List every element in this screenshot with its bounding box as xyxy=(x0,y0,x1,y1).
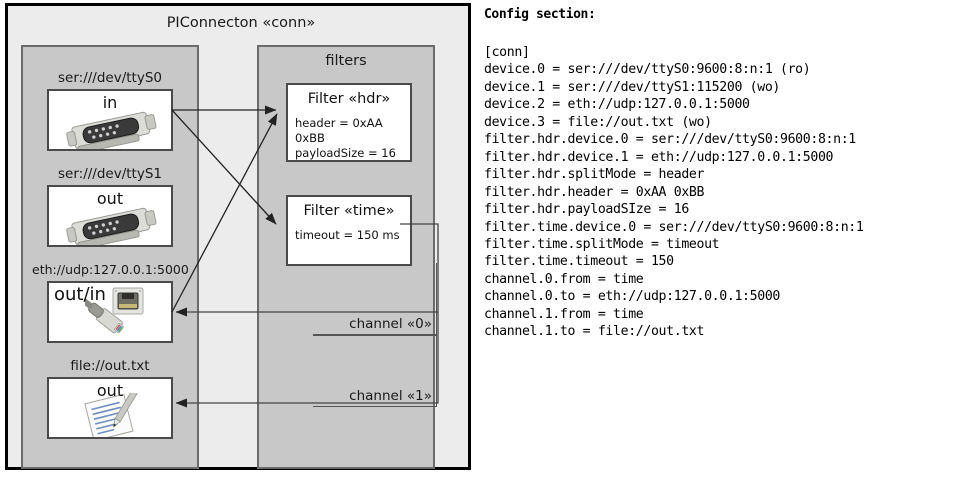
device-card-ttyS1[interactable]: out xyxy=(47,185,173,247)
diagram-area: PIConnecton «conn» ser:///dev/ttyS0 in xyxy=(0,0,478,484)
device-card-file[interactable]: out xyxy=(47,377,173,439)
filters-panel: filters Filter «hdr» header = 0xAA 0xBB … xyxy=(257,45,437,469)
device-direction-ttyS0: in xyxy=(102,93,118,112)
device-group-ttyS0[interactable]: ser:///dev/ttyS0 in xyxy=(32,69,188,151)
channel-region-1: channel «1» xyxy=(313,335,437,407)
device-group-ethernet[interactable]: eth://udp:127.0.0.1:5000 out/in xyxy=(32,261,189,343)
device-card-ttyS0[interactable]: in xyxy=(47,89,173,151)
filter-prop: timeout = 150 ms xyxy=(295,228,400,242)
device-label-file: file://out.txt xyxy=(70,358,150,374)
serial-db9-icon xyxy=(66,111,157,149)
diagram-title: PIConnecton «conn» xyxy=(166,15,316,31)
device-direction-ethernet: out/in xyxy=(54,284,106,305)
device-group-ttyS1[interactable]: ser:///dev/ttyS1 out xyxy=(32,165,188,247)
filter-props-hdr: header = 0xAA 0xBB payloadSize = 16 xyxy=(288,107,410,161)
device-direction-file: out xyxy=(96,381,124,400)
filter-box-hdr[interactable]: Filter «hdr» header = 0xAA 0xBB payloadS… xyxy=(286,83,412,162)
channel-label-1: channel «1» xyxy=(349,388,432,404)
filter-props-time: timeout = 150 ms xyxy=(288,219,410,243)
devices-panel: ser:///dev/ttyS0 in xyxy=(21,45,199,469)
device-card-ethernet[interactable]: out/in xyxy=(47,281,173,343)
serial-db9-icon xyxy=(66,207,157,245)
device-label-ethernet: eth://udp:127.0.0.1:5000 xyxy=(32,262,189,277)
filter-prop: payloadSize = 16 xyxy=(295,146,396,160)
config-section: Config section: [conn] device.0 = ser://… xyxy=(478,0,964,484)
config-heading: Config section: xyxy=(484,7,596,22)
channel-region-0: channel «0» xyxy=(313,263,437,335)
filter-box-time[interactable]: Filter «time» timeout = 150 ms xyxy=(286,195,412,266)
device-label-ttyS1: ser:///dev/ttyS1 xyxy=(58,166,162,182)
filter-title-hdr: Filter «hdr» xyxy=(307,91,391,107)
channel-label-0: channel «0» xyxy=(349,316,432,332)
connector-outer-box: PIConnecton «conn» ser:///dev/ttyS0 in xyxy=(5,3,471,470)
device-direction-ttyS1: out xyxy=(96,189,124,208)
text-file-icon xyxy=(84,393,140,437)
ethernet-rj45-icon xyxy=(85,287,144,334)
filter-prop: header = 0xAA 0xBB xyxy=(295,116,383,145)
filters-panel-title: filters xyxy=(325,53,367,69)
config-text-block: [conn] device.0 = ser:///dev/ttyS0:9600:… xyxy=(484,45,864,340)
filter-title-time: Filter «time» xyxy=(303,203,395,219)
device-group-file[interactable]: file://out.txt out xyxy=(32,357,188,439)
device-label-ttyS0: ser:///dev/ttyS0 xyxy=(58,70,162,86)
